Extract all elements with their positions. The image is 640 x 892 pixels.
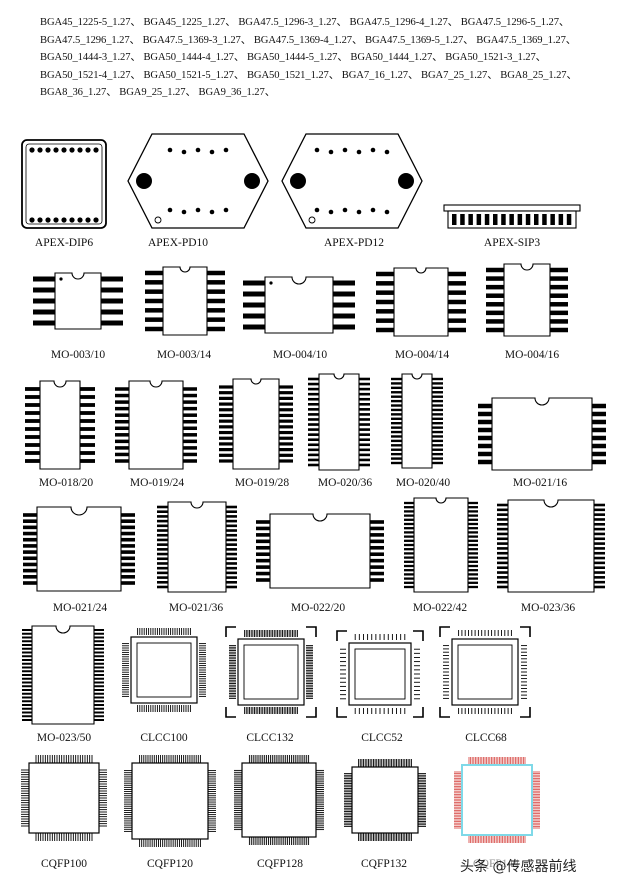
mo-019-28-drawing bbox=[219, 378, 293, 470]
mo-022-42-drawing bbox=[404, 497, 478, 593]
mo-021-36-drawing bbox=[157, 501, 237, 593]
package-label: CLCC52 bbox=[361, 732, 403, 744]
package-label: MO-019/28 bbox=[234, 477, 290, 489]
cqfp100-drawing bbox=[21, 755, 107, 841]
bga-item: BGA47.5_1296-4_1.27、 bbox=[349, 17, 459, 28]
bga-item: BGA7_25_1.27、 bbox=[421, 69, 498, 81]
bga-item: BGA50_1521_1.27、 bbox=[246, 69, 340, 81]
bga-item: BGA47.5_1296_1.27、 bbox=[40, 34, 141, 46]
bga-item: BGA47.5_1296-3_1.27、 bbox=[238, 17, 347, 28]
package-label: CQFP132 bbox=[360, 858, 408, 870]
bga-item: BGA7_16_1.27、 bbox=[341, 69, 419, 81]
bga-item: BGA47.5_1369-4_1.27、 bbox=[253, 34, 363, 46]
package-label: APEX-DIP6 bbox=[34, 237, 94, 249]
bga-item: BGA50_1444_1.27、 bbox=[350, 52, 443, 64]
bga-item: BGA50_1521-5_1.27、 bbox=[143, 69, 245, 81]
mo-018-20-drawing bbox=[25, 380, 95, 470]
mo-003-10-drawing bbox=[33, 272, 123, 330]
bga-item: BGA50_1521-4_1.27、 bbox=[40, 69, 141, 81]
bga-item: BGA50_1444-3_1.27、 bbox=[40, 52, 141, 64]
package-label: MO-020/40 bbox=[395, 477, 451, 489]
clcc68-drawing bbox=[439, 626, 531, 718]
bga-item: BGA50_1521-3_1.27、 bbox=[445, 52, 547, 64]
cqfp132-drawing bbox=[344, 759, 426, 841]
clcc100-drawing bbox=[122, 628, 206, 712]
mo-023-36-drawing bbox=[497, 499, 605, 593]
cqfp120-drawing bbox=[124, 755, 216, 847]
watermark: 头条 @传感器前线 bbox=[458, 856, 579, 876]
package-label: CQFP128 bbox=[256, 858, 304, 870]
bga-item: BGA47.5_1369-3_1.27、 bbox=[142, 34, 252, 46]
bga-item: BGA8_36_1.27、 bbox=[40, 87, 117, 99]
package-label: MO-023/50 bbox=[36, 732, 92, 744]
mo-020-36-drawing bbox=[308, 373, 370, 471]
bga-item: BGA9_25_1.27、 bbox=[119, 87, 196, 99]
package-label: MO-021/36 bbox=[168, 602, 224, 614]
bga-item: BGA8_25_1.27、 bbox=[500, 69, 577, 81]
apex-sip3-drawing bbox=[443, 204, 581, 229]
package-label: MO-020/36 bbox=[317, 477, 373, 489]
mo-022-20-drawing bbox=[256, 513, 384, 589]
package-label: CQFP120 bbox=[146, 858, 194, 870]
mo-021-24-drawing bbox=[23, 506, 135, 592]
package-label: MO-021/24 bbox=[52, 602, 108, 614]
package-label: CQFP100 bbox=[40, 858, 88, 870]
mo-019-24-drawing bbox=[115, 380, 197, 470]
clcc52-drawing bbox=[336, 630, 424, 718]
package-label: CLCC68 bbox=[465, 732, 507, 744]
bga-item: BGA47.5_1296-5_1.27、 bbox=[460, 17, 570, 28]
bga-item: BGA47.5_1369-5_1.27、 bbox=[365, 34, 474, 46]
package-label: APEX-PD12 bbox=[323, 237, 385, 249]
package-label: APEX-SIP3 bbox=[483, 237, 541, 249]
apex-pd12-drawing bbox=[281, 133, 423, 229]
package-label: MO-023/36 bbox=[520, 602, 576, 614]
cqfp144-drawing bbox=[454, 757, 540, 843]
mo-003-14-drawing bbox=[145, 266, 225, 336]
package-label: MO-004/14 bbox=[394, 349, 450, 361]
package-label: CLCC132 bbox=[246, 732, 294, 744]
apex-dip6-drawing bbox=[21, 139, 107, 229]
mo-004-14-drawing bbox=[376, 267, 466, 337]
package-label: APEX-PD10 bbox=[147, 237, 209, 249]
bga-package-list: BGA45_1225-5_1.27、 BGA45_1225_1.27、 BGA4… bbox=[40, 14, 625, 102]
mo-021-16-drawing bbox=[478, 397, 606, 471]
cqfp128-drawing bbox=[234, 755, 324, 845]
package-label: MO-003/14 bbox=[156, 349, 212, 361]
bga-item: BGA50_1444-5_1.27、 bbox=[246, 52, 348, 64]
package-label: MO-018/20 bbox=[38, 477, 94, 489]
package-label: MO-022/20 bbox=[290, 602, 346, 614]
package-label: MO-021/16 bbox=[512, 477, 568, 489]
mo-004-10-drawing bbox=[243, 276, 355, 334]
apex-pd10-drawing bbox=[127, 133, 269, 229]
package-label: MO-004/16 bbox=[504, 349, 560, 361]
mo-023-50-drawing bbox=[22, 625, 104, 725]
bga-item: BGA9_36_1.27、 bbox=[198, 87, 276, 99]
package-label: CLCC100 bbox=[140, 732, 188, 744]
package-label: MO-003/10 bbox=[50, 349, 106, 361]
package-label: MO-022/42 bbox=[412, 602, 468, 614]
package-label: MO-004/10 bbox=[272, 349, 328, 361]
bga-item: BGA47.5_1369_1.27、 bbox=[476, 34, 577, 46]
package-label: MO-019/24 bbox=[129, 477, 185, 489]
bga-item: BGA45_1225_1.27、 bbox=[143, 17, 236, 28]
mo-020-40-drawing bbox=[391, 373, 443, 469]
clcc132-drawing bbox=[225, 626, 317, 718]
bga-item: BGA45_1225-5_1.27、 bbox=[40, 17, 141, 28]
bga-item: BGA50_1444-4_1.27、 bbox=[143, 52, 245, 64]
mo-004-16-drawing bbox=[486, 263, 568, 337]
